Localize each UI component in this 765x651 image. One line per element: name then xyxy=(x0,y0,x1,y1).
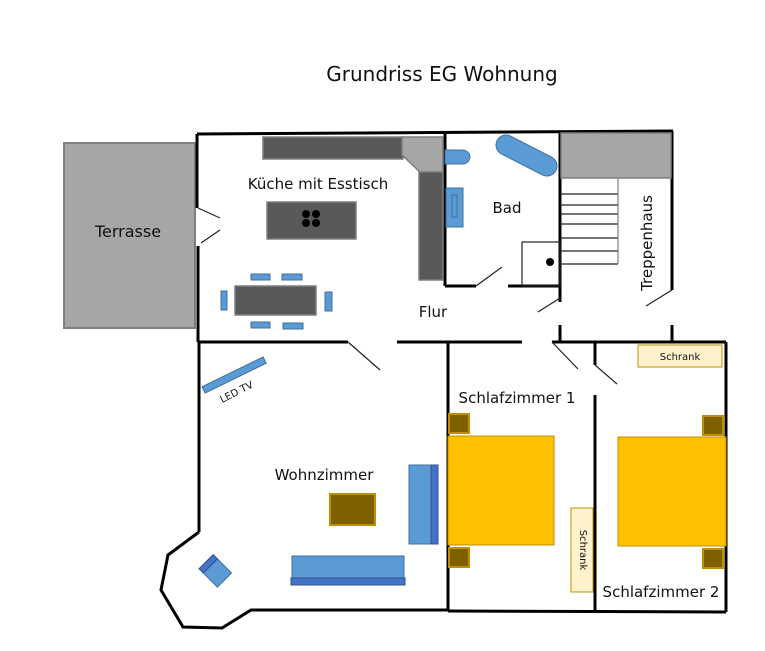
stair-box xyxy=(521,241,561,287)
kitchen-counter-top xyxy=(262,136,404,160)
wardrobe-2 xyxy=(637,344,723,368)
room-label-bad: Bad xyxy=(492,199,521,217)
sofa-side-back xyxy=(430,464,439,545)
nightstand xyxy=(702,548,724,569)
dining-chairs xyxy=(220,273,333,330)
bed-2 xyxy=(617,436,727,547)
sofa-main xyxy=(291,555,405,579)
wardrobe-2-label: Schrank xyxy=(660,352,701,363)
bathtub xyxy=(496,135,557,176)
kitchen-island xyxy=(266,201,357,240)
sink-basin xyxy=(451,194,458,218)
wardrobe-1-label: Schrank xyxy=(577,530,588,571)
wardrobe-1 xyxy=(570,507,594,593)
sink xyxy=(445,187,464,228)
toilet xyxy=(444,149,471,165)
sofa-main-back xyxy=(290,577,406,586)
room-label-treppenhaus: Treppenhaus xyxy=(638,195,656,292)
cooktop-icon xyxy=(302,210,320,227)
room-label-flur: Flur xyxy=(419,303,448,321)
armchair xyxy=(198,553,233,588)
stair-landing xyxy=(560,132,672,179)
nightstand xyxy=(448,413,470,434)
door-swings xyxy=(197,207,673,385)
room-label-wohnzimmer: Wohnzimmer xyxy=(275,466,375,484)
stair-post xyxy=(546,258,554,266)
room-label-kueche: Küche mit Esstisch xyxy=(248,175,389,193)
room-label-schlafzimmer-2: Schlafzimmer 2 xyxy=(603,583,720,601)
sofa-side xyxy=(408,464,433,545)
plan-title: Grundriss EG Wohnung xyxy=(326,62,557,86)
kitchen-counter-corner xyxy=(401,136,444,173)
bed-1 xyxy=(447,435,555,546)
room-label-terrasse: Terrasse xyxy=(94,222,161,241)
led-tv xyxy=(201,356,267,394)
room-label-schlafzimmer-1: Schlafzimmer 1 xyxy=(459,389,576,407)
dining-table xyxy=(234,285,317,316)
kitchen-counter-side xyxy=(418,171,444,281)
nightstand xyxy=(702,415,724,436)
stair-steps xyxy=(560,178,619,265)
terrace xyxy=(63,142,196,329)
nightstand xyxy=(448,547,470,568)
coffee-table xyxy=(329,493,376,526)
